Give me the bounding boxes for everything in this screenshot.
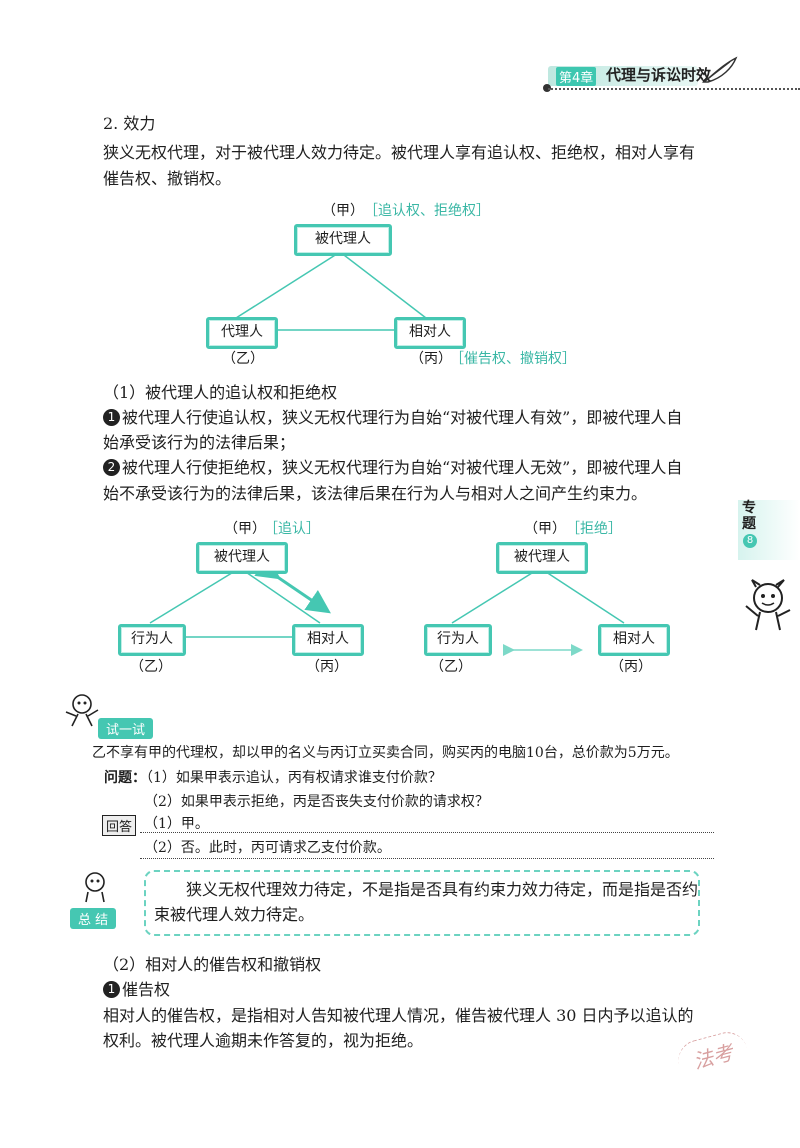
mascot-summary-icon — [85, 872, 105, 903]
summary-line1: 狭义无权代理效力待定，不是指是否具有约束力效力待定，而是指是否约 — [186, 880, 699, 899]
bullet-1: 1 — [103, 409, 120, 426]
answer-1: （1）甲。 — [144, 816, 209, 832]
diagram2-left-principal-box: 被代理人 — [196, 542, 288, 574]
chapter-label: 第4章 — [556, 67, 597, 86]
answer-2: （2）否。此时，丙可请求乙支付价款。 — [144, 840, 391, 856]
header-divider — [548, 88, 800, 90]
summary-box — [144, 870, 700, 936]
diagram1-counterparty-box: 相对人 — [394, 317, 466, 349]
exercise-tag: 试一试 — [98, 718, 154, 739]
answer-divider-2 — [140, 858, 714, 859]
bullet-1b: 1 — [103, 981, 120, 998]
diagram2-left-tag: ［追认］ — [264, 521, 320, 537]
exercise-case: 乙不享有甲的代理权，却以甲的名义与丙订立买卖合同，购买丙的电脑10台，总价款为5… — [92, 745, 679, 761]
diagram2-right-principal-box: 被代理人 — [496, 542, 588, 574]
question-1: 问题：（1）如果甲表示追认，丙有权请求谁支付价款？ — [104, 770, 442, 786]
diagram2-left-counterparty-box: 相对人 — [292, 624, 364, 656]
diagram1-principal-paren: （甲） — [322, 203, 364, 219]
topic-label: 专题 — [742, 500, 756, 532]
topic-number: 8 — [743, 534, 757, 548]
diagram2-right-counterparty-box: 相对人 — [598, 624, 670, 656]
sub2-paragraph-line1: 相对人的催告权，是指相对人告知被代理人情况，催告被代理人 30 日内予以追认的 — [103, 1006, 694, 1025]
answer-label: 回答 — [102, 815, 137, 836]
cartoon-mascot-icon — [745, 579, 791, 631]
summary-tag: 总 结 — [70, 908, 117, 929]
mascot-exercise-icon — [65, 694, 99, 727]
diagram1-agent-paren: （乙） — [222, 351, 264, 367]
section-paragraph-line2: 催告权、撤销权。 — [103, 169, 232, 188]
diagram1-lines — [235, 251, 427, 331]
diagram2-left-actor-paren: （乙） — [130, 659, 172, 675]
diagram2-right-actor-box: 行为人 — [424, 624, 492, 656]
sub1-heading: （1）被代理人的追认权和拒绝权 — [103, 383, 338, 402]
topic-sidebar — [738, 500, 800, 560]
chapter-title: 代理与诉讼时效 — [606, 66, 712, 84]
diagram2-right-actor-paren: （乙） — [430, 659, 472, 675]
sub2-paragraph-line2: 权利。被代理人逾期未作答复的，视为拒绝。 — [103, 1031, 424, 1050]
summary-line2: 束被代理人效力待定。 — [154, 905, 315, 924]
feather-icon — [701, 56, 738, 83]
header-dot — [543, 84, 551, 92]
diagram1-counterparty-rights: ［催告权、撤销权］ — [450, 351, 576, 367]
diagram2-left-paren: （甲） — [224, 521, 266, 537]
diagram2-left-actor-box: 行为人 — [118, 624, 186, 656]
diagram1-principal-box: 被代理人 — [294, 224, 392, 256]
diagram2-right-paren: （甲） — [524, 521, 566, 537]
section-heading: 2. 效力 — [103, 114, 156, 133]
diagram2-lines — [149, 555, 625, 656]
question-2: （2）如果甲表示拒绝，丙是否丧失支付价款的请求权？ — [144, 794, 489, 810]
diagram2-left-counter-paren: （丙） — [306, 659, 348, 675]
sub1-point1-line2: 始承受该行为的法律后果； — [103, 433, 296, 452]
bullet-2: 2 — [103, 459, 120, 476]
diagram1-counterparty-paren: （丙） — [410, 351, 452, 367]
answer-divider-1 — [140, 832, 714, 833]
diagram2-right-counter-paren: （丙） — [610, 659, 652, 675]
diagram2-right-tag: ［拒绝］ — [566, 521, 622, 537]
sub1-point2-line2: 始不承受该行为的法律后果，该法律后果在行为人与相对人之间产生约束力。 — [103, 484, 648, 503]
sub2-heading: （2）相对人的催告权和撤销权 — [103, 955, 322, 974]
watermark-stamp: 法考 — [673, 1027, 753, 1086]
diagram1-principal-rights: ［追认权、拒绝权］ — [364, 203, 490, 219]
section-paragraph-line1: 狭义无权代理，对于被代理人效力待定。被代理人享有追认权、拒绝权，相对人享有 — [103, 143, 696, 162]
diagram1-agent-box: 代理人 — [206, 317, 278, 349]
